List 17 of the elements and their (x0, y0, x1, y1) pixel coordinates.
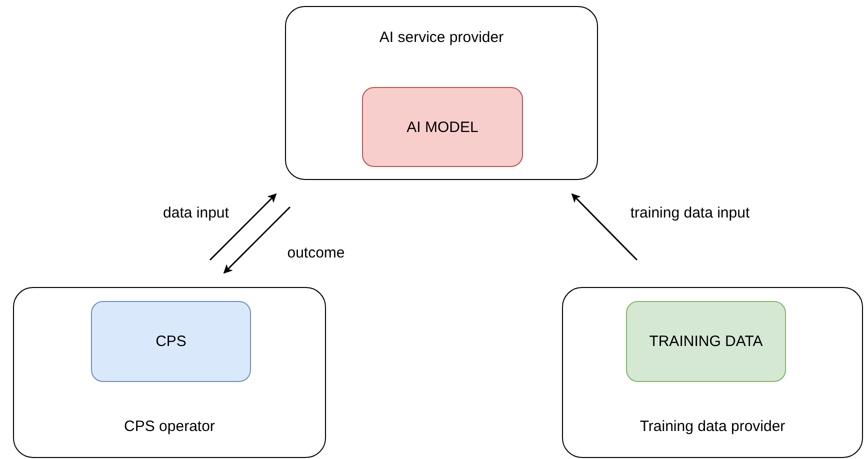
container-box (13, 287, 326, 458)
edge-label: training data input (628, 204, 752, 222)
arrow (223, 206, 291, 274)
process-box (626, 301, 786, 382)
box-label: CPS (156, 333, 186, 350)
arrow (209, 193, 277, 261)
container-title: Training data provider (638, 418, 786, 435)
arrow (571, 193, 638, 261)
box-label: AI MODEL (406, 118, 478, 136)
edge-label: data input (161, 204, 231, 222)
container-box (285, 6, 598, 180)
container-title: AI service provider (378, 29, 505, 46)
process-box (91, 301, 251, 382)
box-label: TRAINING DATA (649, 333, 763, 350)
container-box (562, 287, 863, 458)
container-title: CPS operator (123, 418, 216, 435)
process-box (362, 87, 523, 167)
